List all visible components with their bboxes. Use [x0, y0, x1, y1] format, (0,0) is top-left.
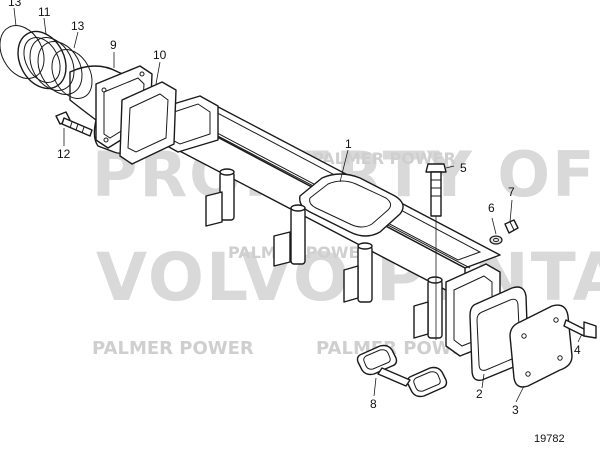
- callout-8: 8: [370, 397, 377, 411]
- callout-labels: 1 2 3 4 5 6 7 8 9 10 11 12 13 13: [8, 0, 581, 417]
- washer-part-6: [489, 235, 503, 245]
- watermark-brand-right: PALMER POWER: [316, 338, 478, 359]
- screw-part-12: [55, 111, 93, 137]
- callout-4: 4: [574, 343, 581, 357]
- clamp-ring-part-13-right: [51, 49, 93, 99]
- clamp-ring-part-13-left: [0, 25, 45, 79]
- stud-part-7: [504, 219, 519, 234]
- diagram-reference-number: 19782: [534, 433, 565, 445]
- watermark-brand-top: PALMER POWER: [312, 149, 456, 168]
- callout-6: 6: [488, 201, 495, 215]
- callout-10: 10: [153, 48, 167, 62]
- watermark-brand-left: PALMER POWER: [92, 338, 254, 359]
- callout-11: 11: [38, 5, 51, 19]
- bolt-part-4: [563, 319, 597, 339]
- callout-13-right: 13: [71, 19, 85, 33]
- gasket-part-10: [119, 81, 177, 165]
- exhaust-manifold-part: [159, 95, 501, 357]
- callout-12: 12: [57, 147, 71, 161]
- leader-lines: [13, 7, 583, 403]
- callout-2: 2: [476, 387, 483, 401]
- callout-5: 5: [460, 161, 467, 175]
- cover-plate-part-3: [509, 304, 573, 388]
- callout-9: 9: [110, 38, 117, 52]
- bolt-part-5: [425, 163, 447, 340]
- callout-3: 3: [512, 403, 519, 417]
- callout-1: 1: [345, 137, 352, 151]
- callout-13-left: 13: [8, 0, 22, 9]
- gasket-part-8: [356, 344, 448, 398]
- callout-7: 7: [508, 185, 515, 199]
- hose-part-11: [17, 30, 83, 95]
